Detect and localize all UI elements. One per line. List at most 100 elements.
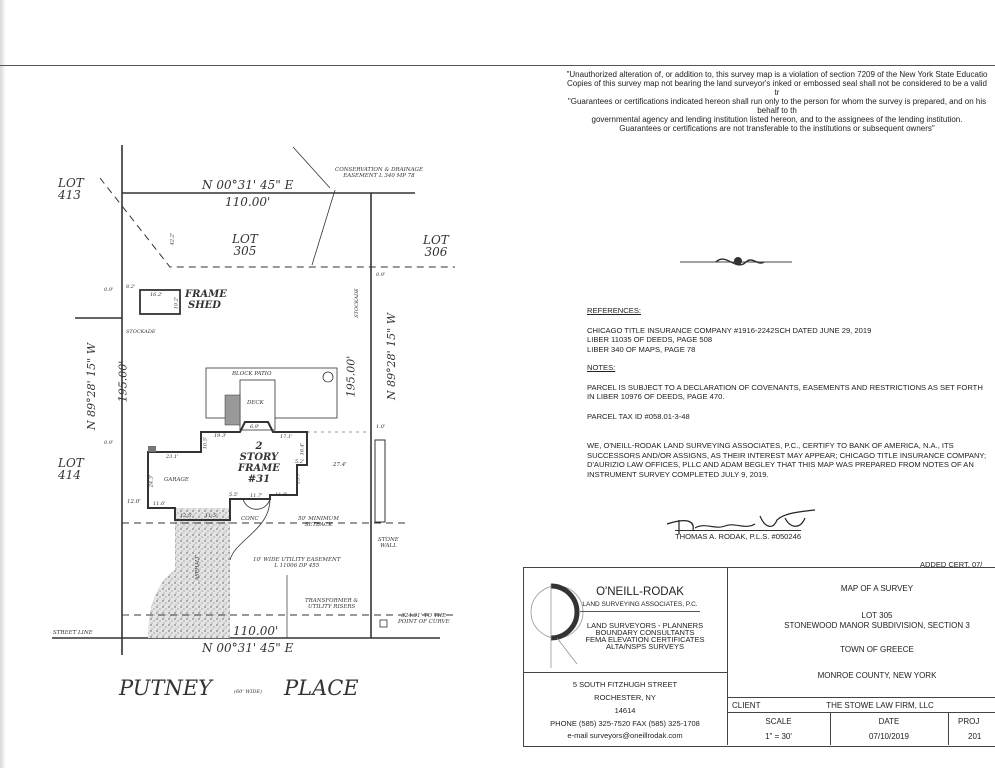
notice-line: governmental agency and lending institut… <box>591 115 963 124</box>
company-subtitle: LAND SURVEYING ASSOCIATES, P.C. <box>580 601 700 612</box>
notes-heading: NOTES: <box>587 363 616 372</box>
date-value: 07/10/2019 <box>868 732 910 741</box>
dim-label: 11.6' <box>153 501 166 507</box>
notice-line: "Guarantees or certifications indicated … <box>567 97 987 115</box>
stockade-label: STOCKADE <box>353 288 360 318</box>
chimney <box>148 446 156 452</box>
dim-label: 0.9' <box>104 287 114 293</box>
easement-line <box>99 177 455 268</box>
notice-line: "Unauthorized alteration of, or addition… <box>566 70 988 79</box>
client-label: CLIENT <box>732 701 761 710</box>
dim-label: 19.3' <box>214 433 227 439</box>
note-item: PARCEL IS SUBJECT TO A DECLARATION OF CO… <box>587 382 983 402</box>
town: TOWN OF GREECE <box>840 645 914 654</box>
asphalt-driveway <box>148 508 230 638</box>
dim-label: 16.2' <box>150 292 163 298</box>
dim-label: 13.7' <box>295 471 302 485</box>
survey-drawing <box>52 145 455 655</box>
seal-mark <box>680 257 792 266</box>
dim-label: 12.0' <box>127 499 141 505</box>
patio-circle <box>322 371 334 383</box>
east-distance: 195.00' <box>344 355 358 398</box>
west-distance: 195.00' <box>116 360 130 403</box>
dim-label: 5.5' <box>229 492 239 498</box>
street-name: PUTNEY <box>119 676 213 700</box>
divider <box>523 672 727 673</box>
easement-leader <box>292 146 331 189</box>
signature <box>666 509 816 534</box>
reference-item: LIBER 340 OF MAPS, PAGE 78 <box>587 344 696 354</box>
client-name: THE STOWE LAW FIRM, LLC <box>826 701 934 710</box>
note-item: PARCEL TAX ID #058.01-3-48 <box>587 411 690 421</box>
north-distance: 110.00' <box>225 195 271 209</box>
east-bearing: N 89°28' 15" W <box>385 313 398 400</box>
stockade-label: STOCKADE <box>126 329 156 335</box>
notice-line: Guarantees or certifications are not tra… <box>619 124 935 133</box>
reference-item: LIBER 11035 OF DEEDS, PAGE 508 <box>587 335 713 344</box>
dim-label: 8.2' <box>126 284 136 290</box>
dim-label: 10.5' <box>202 436 209 450</box>
company-logo <box>530 583 584 668</box>
scale-label: SCALE <box>765 717 792 726</box>
references-heading: REFERENCES: <box>587 306 642 315</box>
dim-label: 16.4' <box>299 442 306 456</box>
county: MONROE COUNTY, NEW YORK <box>817 671 937 680</box>
west-bearing: N 89°28' 15" W <box>85 343 98 430</box>
house-outline <box>147 421 308 521</box>
dim-label: 17.1' <box>280 434 293 440</box>
divider <box>727 697 995 698</box>
dim-label: 0.9' <box>104 440 114 446</box>
subdivision: STONEWOOD MANOR SUBDIVISION, SECTION 3 <box>784 621 970 630</box>
stone-wall <box>374 439 386 523</box>
divider <box>830 712 831 745</box>
street-name: PLACE <box>284 676 359 700</box>
divider <box>948 712 949 745</box>
transformer <box>379 619 388 628</box>
lot-number: LOT 305 <box>861 611 893 620</box>
garage-label: GARAGE <box>164 477 189 483</box>
shed-outline <box>139 289 181 315</box>
page-border-line <box>0 65 995 66</box>
dim-label: 12.5' <box>180 513 193 519</box>
dim-label: 11.5' <box>205 513 218 519</box>
street-width: (60' WIDE) <box>234 689 263 695</box>
scan-edge <box>0 0 6 768</box>
dim-label: 42.2' <box>169 232 176 246</box>
conc-step <box>242 498 271 510</box>
project-value: 201 <box>968 732 982 741</box>
certification: WE, O'NEILL-RODAK LAND SURVEYING ASSOCIA… <box>587 441 987 479</box>
project-label: PROJ <box>958 717 980 726</box>
divider <box>727 567 728 745</box>
conc-label: CONC <box>241 516 259 522</box>
walkway <box>229 498 271 561</box>
scale-value: 1" = 30' <box>765 732 792 741</box>
dim-label: 5.2' <box>295 459 305 465</box>
reference-item: CHICAGO TITLE INSURANCE COMPANY #1916-22… <box>587 325 872 335</box>
dim-label: 0.9' <box>376 272 386 278</box>
company-name: O'NEILL-RODAK <box>596 586 684 598</box>
added-cert: ADDED CERT. 07/ <box>920 560 983 569</box>
asphalt-label: ASPHALT <box>194 555 201 581</box>
dim-label: 11.7' <box>250 493 263 499</box>
title-block <box>523 567 995 747</box>
dim-label: 24.3' <box>148 474 155 488</box>
legal-notice: "Unauthorized alteration of, or addition… <box>566 70 988 133</box>
map-title: MAP OF A SURVEY <box>840 584 914 593</box>
signer-name: THOMAS A. RODAK, P.L.S. #050246 <box>675 530 802 541</box>
dim-label: 27.4' <box>333 462 347 468</box>
street-line-label: STREET LINE <box>53 630 93 636</box>
stairs <box>224 394 241 426</box>
transformer-label: TRANSFORMER &UTILITY RISERS <box>305 598 359 610</box>
references-notes: REFERENCES: CHICAGO TITLE INSURANCE COMP… <box>587 306 987 479</box>
